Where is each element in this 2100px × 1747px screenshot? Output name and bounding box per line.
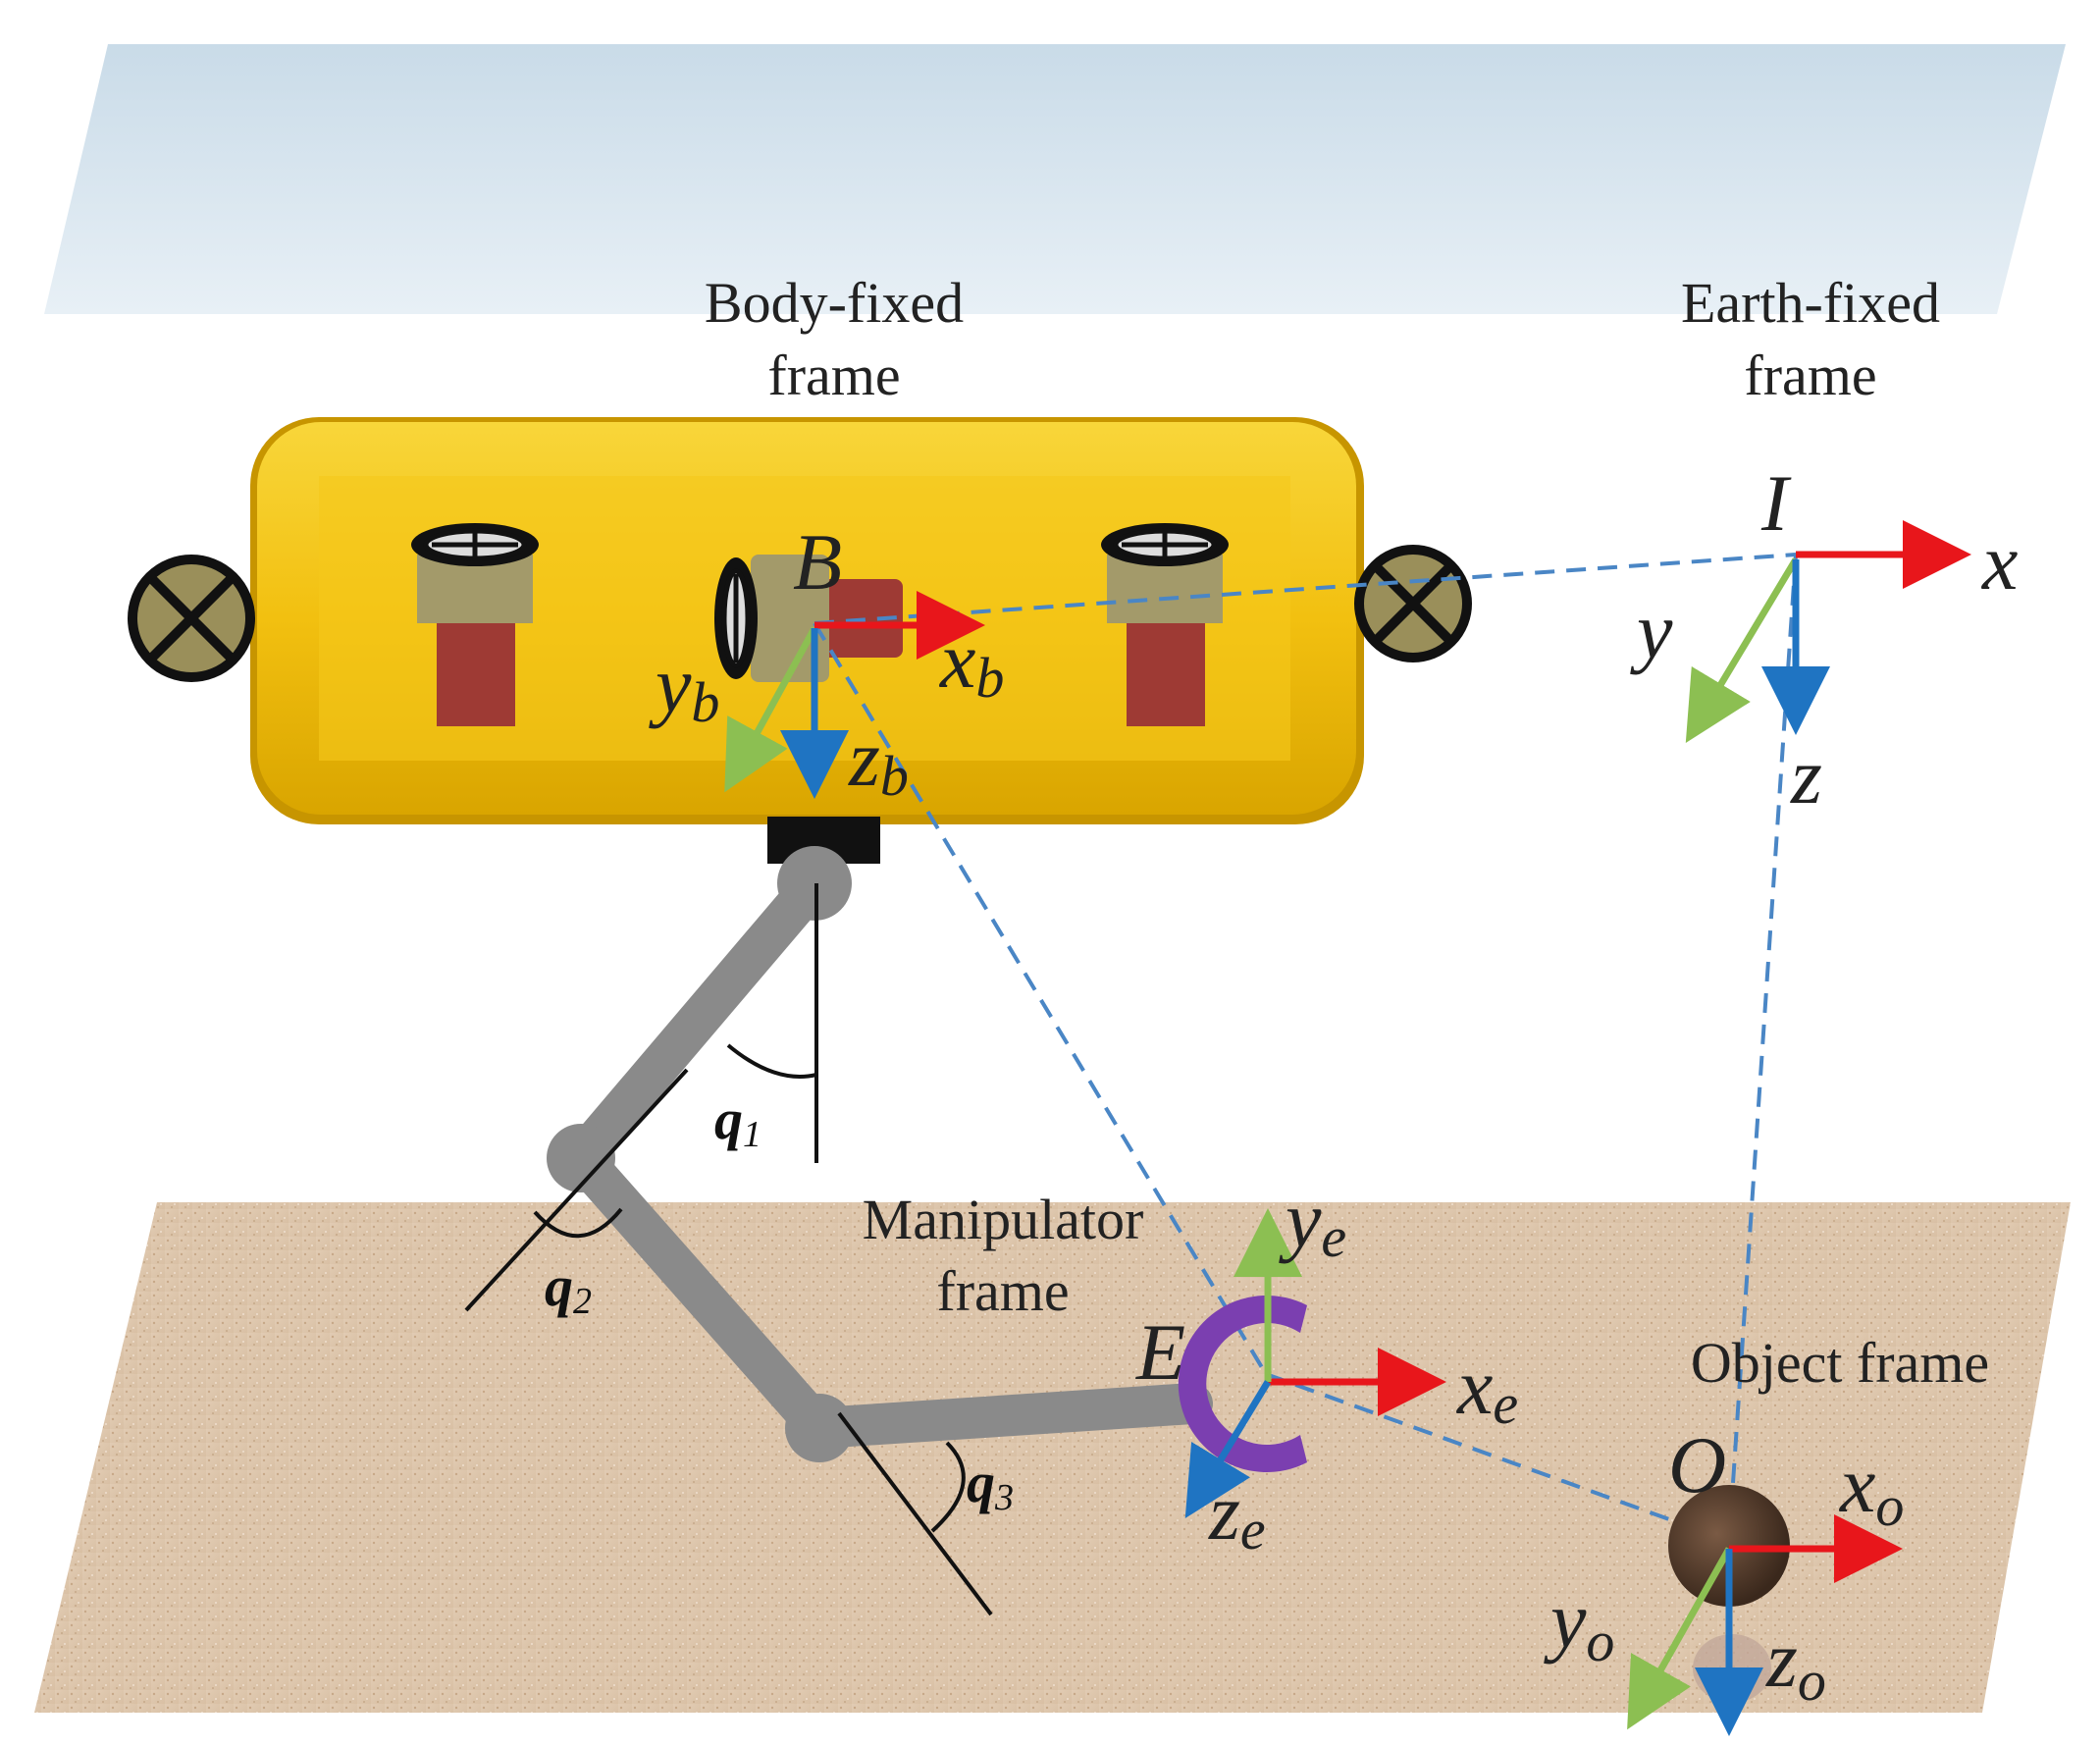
point-i-label: I (1760, 458, 1792, 548)
manip-y-label: ye (1279, 1175, 1346, 1269)
earth-frame-label-line1: Earth-fixed (1681, 271, 1940, 335)
vertical-thruster-left-icon (411, 523, 539, 726)
gripper-icon (1178, 1295, 1307, 1472)
body-frame-label-line1: Body-fixed (705, 271, 964, 335)
right-thruster-icon (1354, 545, 1472, 662)
joint-q3-label: q3 (967, 1451, 1014, 1518)
seabed-plane (34, 1202, 2071, 1713)
body-z-label: zb (848, 714, 909, 808)
object-axes (1627, 1514, 1903, 1736)
point-o-label: O (1668, 1420, 1726, 1509)
point-e-label: E (1135, 1307, 1185, 1397)
manipulator-arm (560, 863, 1213, 1449)
body-frame-label-line2: frame (767, 344, 900, 407)
body-y-label: yb (649, 640, 719, 734)
joint-2 (547, 1124, 615, 1192)
manipulator-frame-label-line1: Manipulator (863, 1188, 1144, 1251)
earth-y-label: y (1630, 586, 1673, 675)
water-surface-plane (44, 44, 2066, 314)
manipulator-axes (1184, 1208, 1446, 1518)
earth-x-label: x (1981, 517, 2018, 607)
manipulator-frame-label-line2: frame (936, 1259, 1069, 1323)
earth-z-label: z (1790, 731, 1822, 821)
vertical-thruster-right-icon (1101, 523, 1229, 726)
earth-fixed-axes (1685, 520, 1971, 744)
object-z-label: zo (1765, 1615, 1826, 1713)
joint-3 (785, 1394, 854, 1462)
object-y-label: yo (1544, 1575, 1614, 1673)
object-x-label: xo (1839, 1440, 1904, 1538)
joint-q1-label: q1 (714, 1087, 761, 1155)
body-fixed-axes (724, 591, 985, 799)
earth-frame-label-line2: frame (1744, 344, 1876, 407)
joint-angle-markers (464, 883, 993, 1616)
left-thruster-icon (128, 555, 255, 682)
body-x-label: xb (939, 615, 1004, 710)
manip-z-label: ze (1208, 1467, 1266, 1562)
manip-x-label: xe (1456, 1342, 1518, 1436)
point-b-label: B (793, 517, 842, 607)
object-frame-label: Object frame (1691, 1331, 1989, 1395)
joint-q2-label: q2 (545, 1254, 592, 1322)
